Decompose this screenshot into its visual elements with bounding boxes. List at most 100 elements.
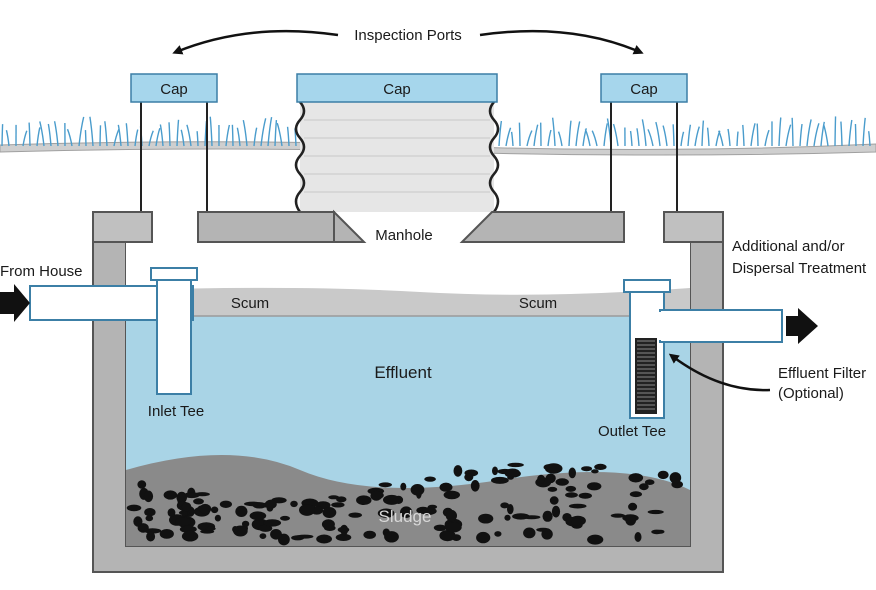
svg-text:Cap: Cap <box>160 81 188 98</box>
sludge-stone <box>476 531 491 544</box>
grass-blade <box>231 124 234 147</box>
grass-blade <box>641 119 647 147</box>
sludge-stone <box>175 517 191 527</box>
sludge-stone <box>370 490 383 501</box>
grass-blade <box>1 124 4 147</box>
grass-blade <box>267 117 273 147</box>
sludge-stone <box>453 465 463 477</box>
sludge-stone <box>594 463 607 470</box>
grass-blade <box>274 119 278 147</box>
grass-blade <box>854 123 857 147</box>
grass-blade <box>636 128 640 147</box>
additional-treatment-label-line1: Additional and/or <box>732 238 845 255</box>
sludge-stone <box>410 484 425 496</box>
sludge-stone <box>625 514 637 526</box>
from-house-arrow-icon <box>0 284 30 322</box>
sludge-stone <box>551 505 561 518</box>
sludge-stone <box>205 526 216 531</box>
sludge-stone <box>378 482 392 488</box>
sludge-stone <box>144 508 156 517</box>
sludge-stone <box>478 513 494 524</box>
sludge-stone <box>420 507 437 515</box>
outlet-tee-label: Outlet Tee <box>598 423 666 440</box>
grass-blade <box>701 120 705 147</box>
grass-blade <box>750 123 756 147</box>
grass-blade <box>155 127 161 147</box>
grass-blade <box>672 124 675 147</box>
grass-blade <box>785 124 792 147</box>
sludge-stone <box>445 509 457 522</box>
grass-blade <box>813 123 820 147</box>
sludge-stone <box>507 462 524 468</box>
grass-blade <box>148 130 154 147</box>
sludge-stone <box>384 531 399 543</box>
grass-blade <box>518 122 521 147</box>
sludge-stone <box>356 495 372 506</box>
sludge-stone <box>565 485 577 492</box>
sludge-stone <box>146 531 156 542</box>
sludge-stone <box>587 482 602 491</box>
sludge-stone <box>628 473 644 483</box>
scum-layer <box>126 287 690 316</box>
grass-blade <box>647 129 654 147</box>
grass-blade <box>547 129 552 147</box>
sludge-stone <box>504 514 511 521</box>
grass-blade <box>99 125 102 147</box>
sludge-stone <box>167 508 176 517</box>
inspection-arrow-right <box>479 29 644 55</box>
grass-blade <box>36 127 41 147</box>
grass-blade <box>727 128 731 147</box>
dispersal-arrow-icon <box>786 308 818 344</box>
grass-blade <box>242 119 248 147</box>
sludge-stone <box>587 534 604 545</box>
sludge-stone <box>244 501 262 507</box>
sludge-stone <box>644 479 655 486</box>
sludge-stone <box>470 480 480 492</box>
sludge-stone <box>657 470 669 480</box>
sludge-stone <box>179 525 197 533</box>
sludge-label: Sludge <box>379 507 432 526</box>
grass-blade <box>286 126 290 147</box>
sludge-stone <box>578 492 592 499</box>
sludge-stone <box>629 491 643 498</box>
sludge-stone <box>299 504 315 516</box>
sludge-stone <box>214 514 221 522</box>
effluent-filter <box>635 338 657 414</box>
sludge-stone <box>500 502 510 509</box>
sludge-stone <box>400 506 413 518</box>
grass-blade <box>840 121 843 147</box>
sludge-stone <box>647 509 664 515</box>
manhole-label: Manhole <box>375 227 433 244</box>
sludge-stone <box>316 534 332 544</box>
sludge-stone <box>523 527 536 539</box>
inspection-port-risers <box>140 102 678 212</box>
sludge-stone <box>145 515 154 522</box>
grass-blade <box>260 118 267 147</box>
grass-blade <box>236 127 241 147</box>
grass-blade <box>209 116 213 147</box>
sludge-stone <box>322 507 337 518</box>
grass-blade <box>113 128 120 147</box>
grass-blade <box>180 129 185 147</box>
grass-blade <box>756 123 759 147</box>
sludge-stone <box>181 530 199 542</box>
sludge-stone <box>634 532 642 542</box>
sludge-stone <box>542 510 553 522</box>
sludge-stone <box>568 467 576 479</box>
sludge-stone <box>235 505 248 517</box>
sludge-stone <box>651 529 663 535</box>
grass-blade <box>526 130 533 147</box>
sludge-stone <box>280 515 290 521</box>
effluent-filter-label-line2: (Optional) <box>778 385 844 402</box>
sludge-stone <box>270 529 282 540</box>
sludge-stone <box>183 492 200 499</box>
sludge-stone <box>439 482 453 492</box>
sludge-stone <box>126 504 142 512</box>
from-house-label: From House <box>0 263 83 280</box>
grass-blade <box>778 117 782 147</box>
sludge-stone <box>639 483 649 491</box>
grass-blade <box>89 116 94 147</box>
sludge-stone <box>348 512 363 518</box>
grass-blade <box>557 131 563 147</box>
effluent-filter-label-line1: Effluent Filter <box>778 365 866 382</box>
